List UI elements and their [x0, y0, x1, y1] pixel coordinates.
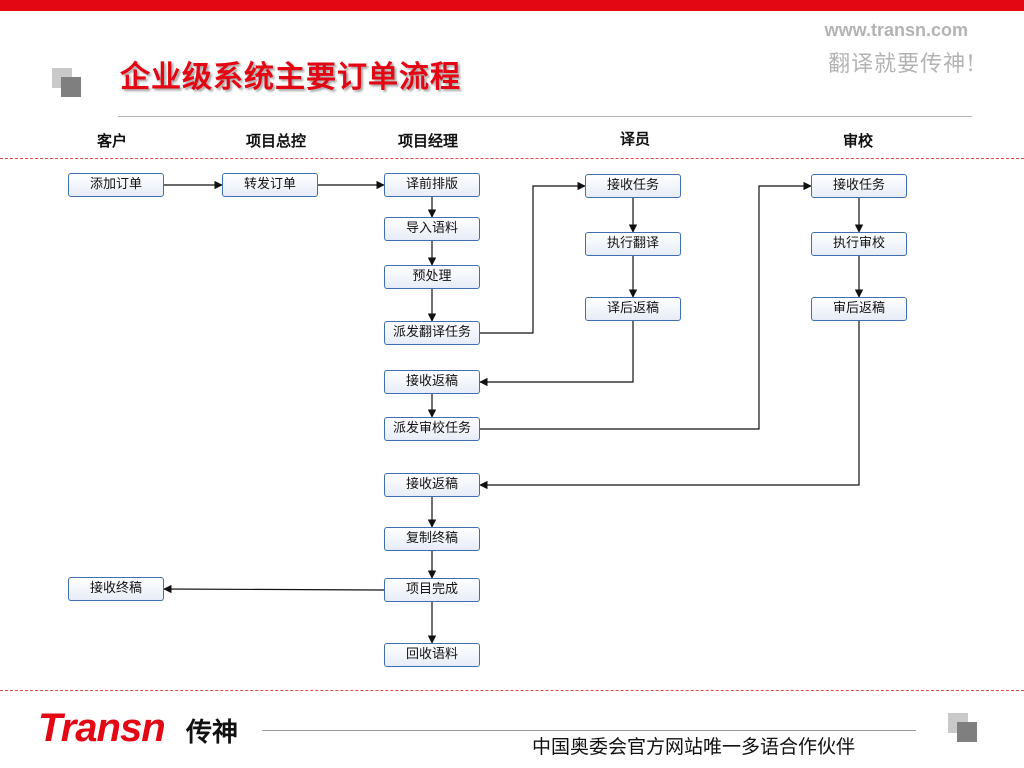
top-brand-bar	[0, 0, 1024, 11]
lane-header-reviewer: 审校	[842, 132, 873, 150]
node-receive-final: 接收终稿	[68, 577, 164, 601]
node-import-corpus: 导入语料	[384, 217, 480, 241]
edge-dispatch_review-to-receive_task_r	[480, 181, 812, 430]
node-receive-task-translator: 接收任务	[585, 174, 681, 198]
node-do-review: 执行审校	[811, 232, 907, 256]
transn-logo: Transn	[38, 706, 166, 750]
node-dispatch-translation: 派发翻译任务	[384, 321, 480, 345]
footer-tagline: 中国奥委会官方网站唯一多语合作伙伴	[532, 736, 856, 758]
node-copy-final: 复制终稿	[384, 527, 480, 551]
title-divider	[118, 116, 972, 117]
edge-project_done-to-receive_final	[163, 584, 385, 594]
node-add-order: 添加订单	[68, 173, 164, 197]
node-receive-return-1: 接收返稿	[384, 370, 480, 394]
lane-header-customer: 客户	[96, 132, 127, 150]
lane-header-pm: 项目经理	[397, 132, 458, 150]
node-forward-order: 转发订单	[222, 173, 318, 197]
header-divider	[0, 158, 1024, 159]
edge-dispatch_translation-to-receive_task_t	[480, 181, 586, 334]
node-preprocess: 预处理	[384, 265, 480, 289]
node-post-return-reviewer: 审后返稿	[811, 297, 907, 321]
node-recycle-corpus: 回收语料	[384, 643, 480, 667]
node-pre-format: 译前排版	[384, 173, 480, 197]
footer-divider	[0, 690, 1024, 691]
node-receive-return-2: 接收返稿	[384, 473, 480, 497]
node-project-done: 项目完成	[384, 578, 480, 602]
lane-header-translator: 译员	[619, 130, 650, 148]
node-dispatch-review: 派发审校任务	[384, 417, 480, 441]
site-url: www.transn.com	[824, 20, 968, 40]
node-do-translate: 执行翻译	[585, 232, 681, 256]
node-post-return-translator: 译后返稿	[585, 297, 681, 321]
footer-rule	[262, 730, 916, 731]
edge-post_return_r-to-receive_return_2	[479, 321, 860, 490]
node-receive-task-reviewer: 接收任务	[811, 174, 907, 198]
page-title: 企业级系统主要订单流程	[120, 60, 461, 95]
transn-logo-cn: 传神	[186, 718, 239, 748]
lane-header-pm-control: 项目总控	[245, 132, 306, 150]
edge-post_return_t-to-receive_return_1	[479, 321, 634, 387]
slogan: 翻译就要传神!	[828, 52, 976, 77]
